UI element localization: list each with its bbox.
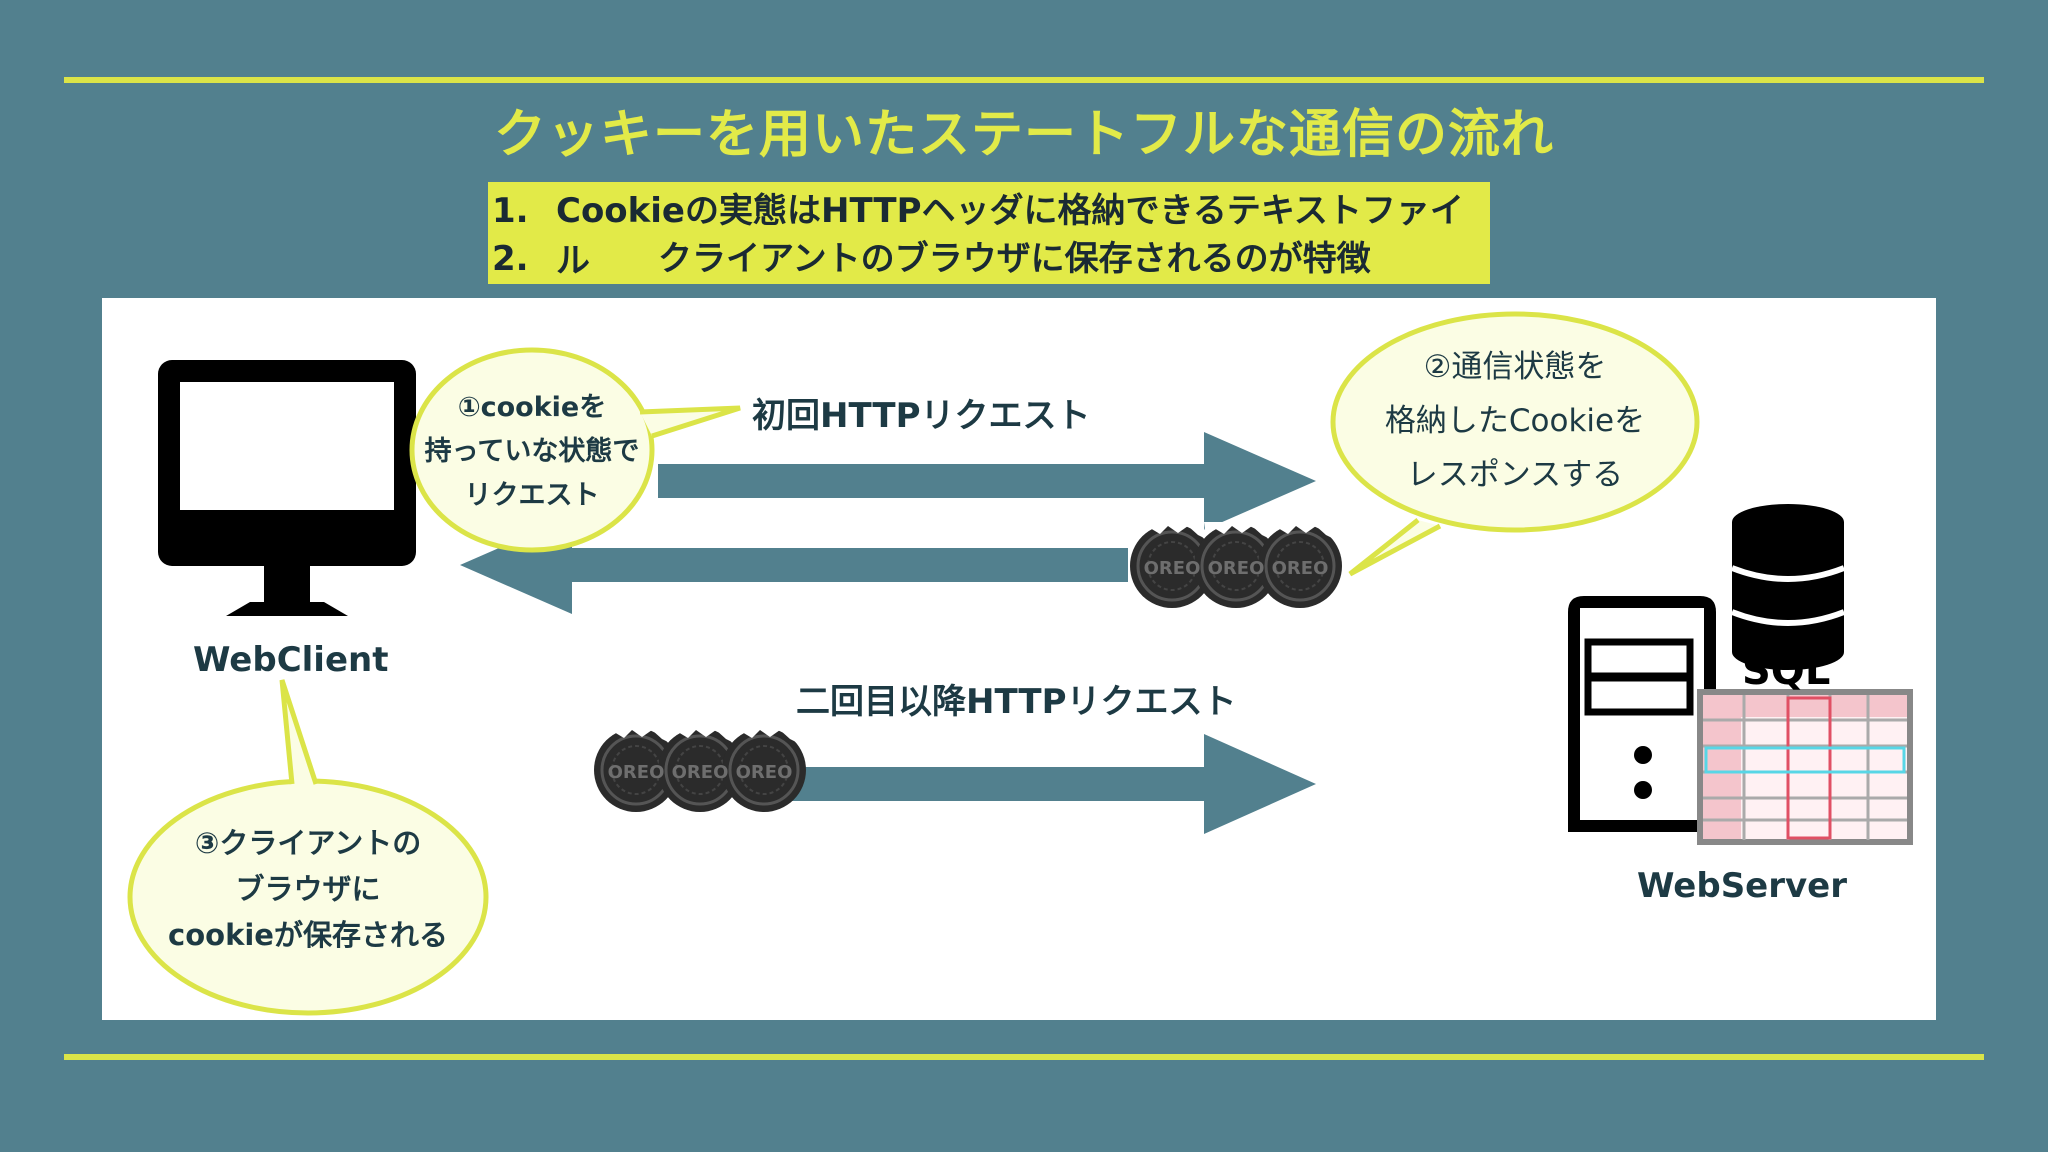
key-point-2-number: 2.	[492, 239, 529, 279]
bubble-step3-line3: cookieが保存される	[168, 918, 448, 952]
bubble-step3-line2: ブラウザに	[235, 872, 381, 906]
bubble-step1-line2: 持っていな状態で	[424, 436, 640, 467]
bubble-step1-line3: リクエスト	[464, 480, 600, 511]
bubble-step2-line1: ②通信状態を	[1423, 349, 1607, 385]
first-request-arrow	[658, 432, 1316, 530]
key-point-1: 1. Cookieの実態はHTTPヘッダに格納できるテキストファイル	[488, 186, 1490, 281]
cookie-brand-text: OREO	[1208, 558, 1265, 579]
bubble-step1-text: ①cookieを 持っていな状態で リクエスト	[402, 386, 662, 518]
bubble-step3-text: ③クライアントの ブラウザに cookieが保存される	[148, 820, 468, 958]
bubble-step1-line1: ①cookieを	[457, 392, 607, 423]
server-icon	[1568, 596, 1716, 832]
cookie-brand-text: OREO	[608, 762, 665, 783]
bubble-step2-text: ②通信状態を 格納したCookieを レスポンスする	[1355, 340, 1675, 502]
computer-monitor-icon	[158, 360, 416, 616]
server-label: WebServer	[1637, 866, 1847, 906]
cookie-brand-text: OREO	[1272, 558, 1329, 579]
bubble-step1	[409, 347, 741, 553]
key-point-1-text: Cookieの実態はHTTPヘッダに格納できるテキストファイル	[556, 191, 1464, 281]
table-icon	[1697, 689, 1913, 845]
page-title: クッキーを用いたステートフルな通信の流れ	[493, 105, 1554, 165]
bubble-step3-line1: ③クライアントの	[194, 826, 422, 860]
bubble-step3	[127, 679, 489, 1016]
database-icon	[1730, 504, 1846, 670]
later-request-label: 二回目以降HTTPリクエスト	[796, 682, 1237, 722]
key-point-2-text: クライアントのブラウザに保存されるのが特徴	[658, 239, 1371, 279]
response-arrow	[460, 516, 1128, 614]
bubble-step2	[1330, 311, 1700, 577]
cookie-brand-text: OREO	[672, 762, 729, 783]
bubble-step2-line3: レスポンスする	[1406, 457, 1624, 493]
bottom-rule	[64, 1054, 1984, 1060]
client-label: WebClient	[193, 640, 389, 680]
bubble-step2-line2: 格納したCookieを	[1384, 403, 1646, 439]
key-point-1-number: 1.	[492, 191, 529, 231]
cookie-brand-text: OREO	[1144, 558, 1201, 579]
key-point-2: 2. クライアントのブラウザに保存されるのが特徴	[488, 234, 1490, 284]
later-request-arrow	[770, 734, 1316, 834]
top-rule	[64, 77, 1984, 83]
key-points-box: 1. Cookieの実態はHTTPヘッダに格納できるテキストファイル 2. クラ…	[488, 182, 1490, 284]
sql-label: SQL	[1742, 648, 1831, 694]
cookie-brand-text: OREO	[736, 762, 793, 783]
first-request-label: 初回HTTPリクエスト	[752, 396, 1091, 436]
